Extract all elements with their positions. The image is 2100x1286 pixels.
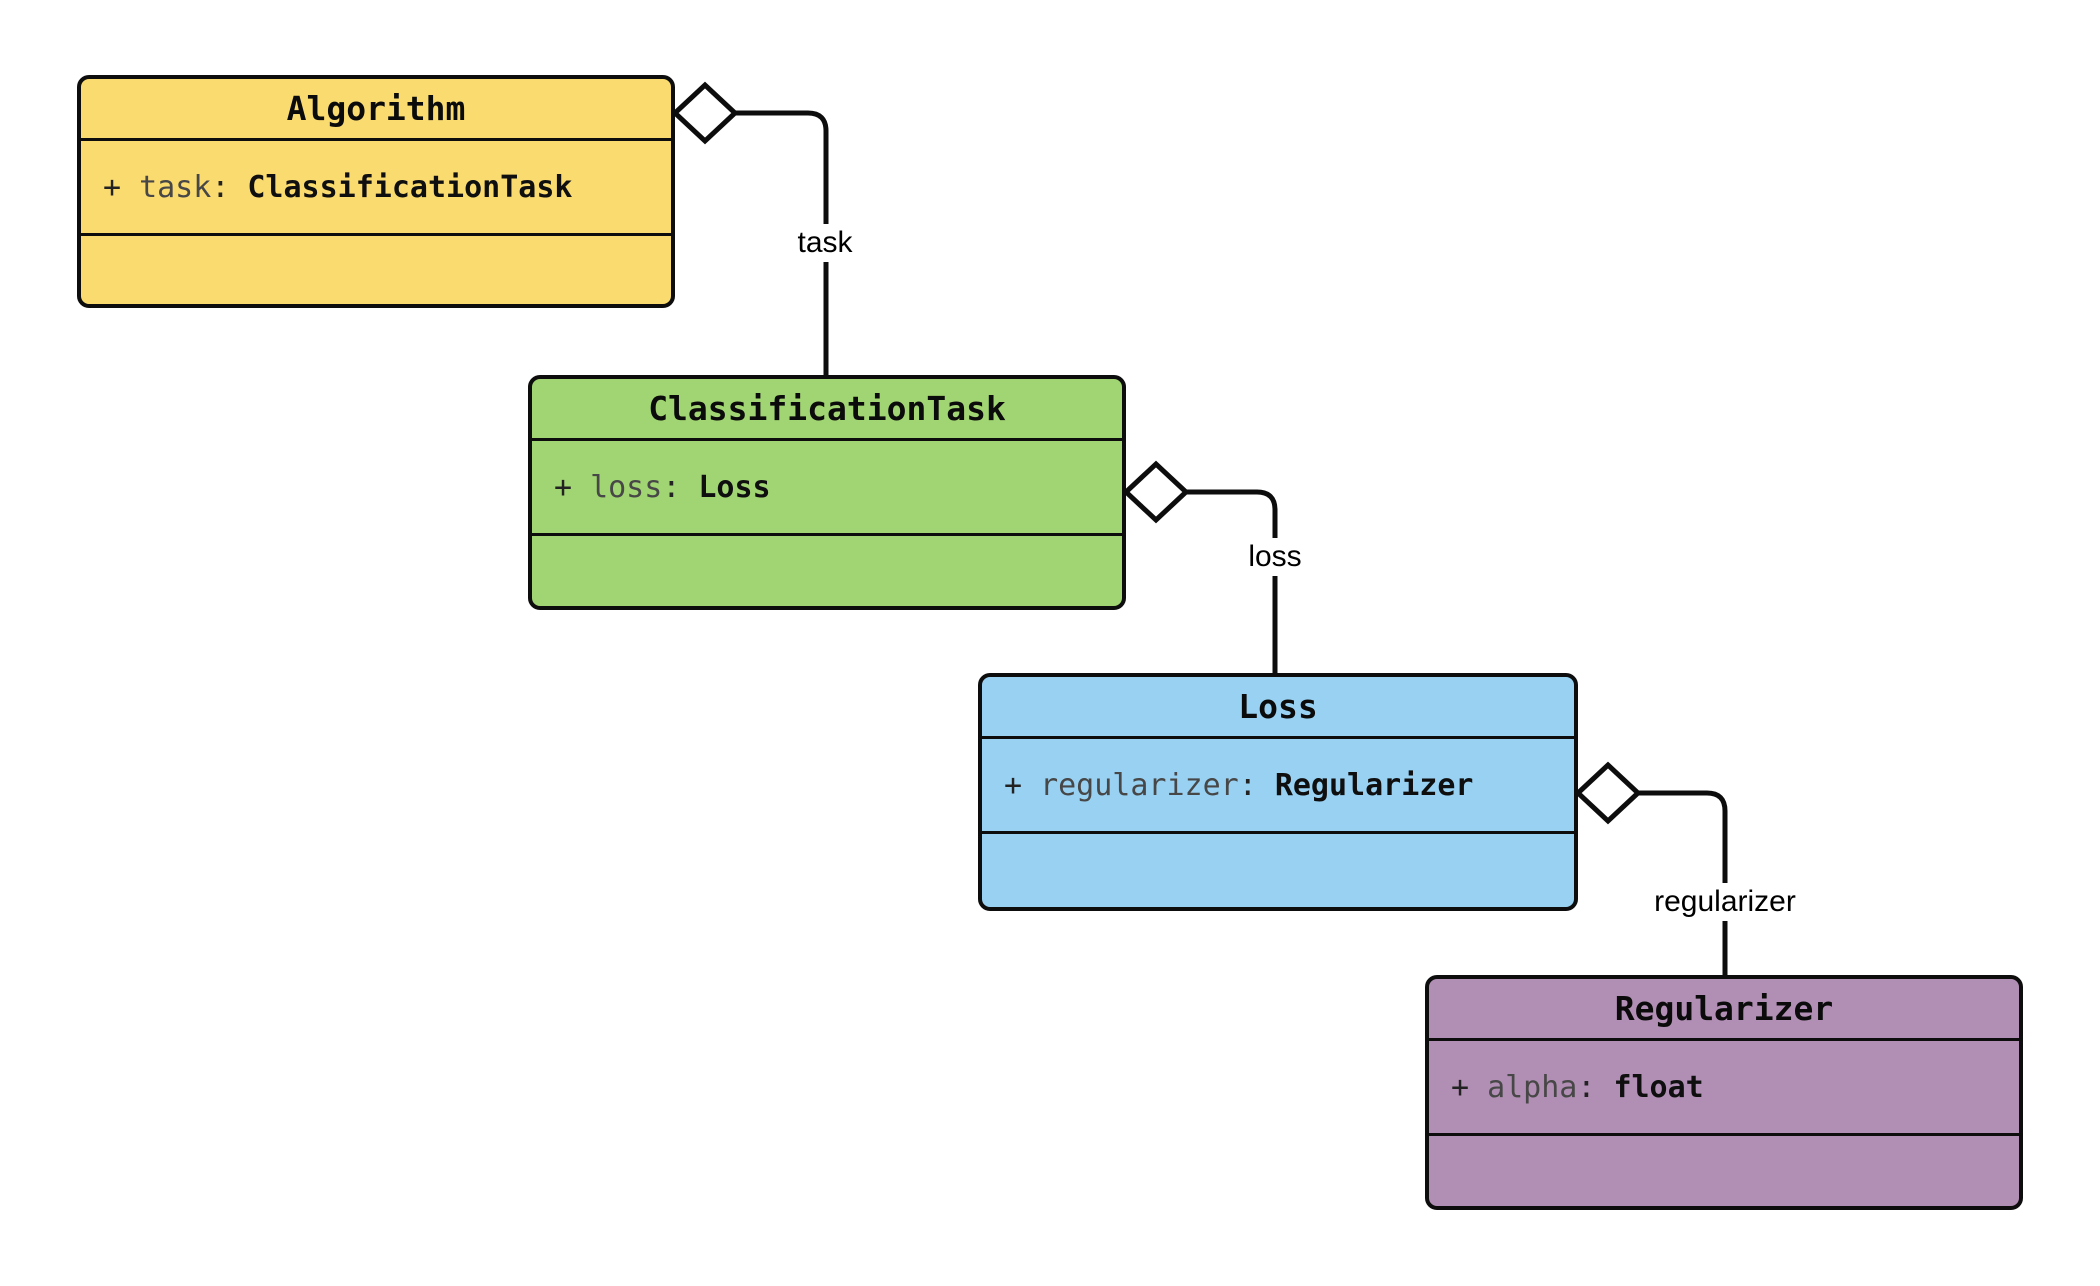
edge-task [671,81,829,375]
attribute-separator: : [1577,1069,1596,1105]
attribute-type: Regularizer [1274,767,1474,803]
edge-task-line [735,110,829,375]
aggregation-diamond-icon [1574,761,1642,825]
attribute-name: regularizer [1040,767,1239,803]
attribute-visibility: + [1451,1069,1470,1105]
class-attributes: + task: ClassificationTask [81,141,671,236]
attribute-separator: : [662,469,681,505]
class-attributes: + alpha: float [1429,1041,2019,1136]
attribute-name: alpha [1487,1069,1578,1105]
class-methods [982,834,1574,907]
edge-regularizer [1574,761,1728,975]
class-node-regularizer: Regularizer + alpha: float [1425,975,2023,1210]
attribute-type: Loss [698,469,771,505]
attribute-visibility: + [554,469,573,505]
edge-regularizer-line [1638,790,1728,975]
class-title: Regularizer [1429,979,2019,1041]
attribute-name: loss [590,469,663,505]
edge-loss [1122,460,1278,673]
class-title: ClassificationTask [532,379,1122,441]
class-attributes: + loss: Loss [532,441,1122,536]
class-node-classificationtask: ClassificationTask + loss: Loss [528,375,1126,610]
attribute-type: float [1613,1069,1704,1105]
class-title: Loss [982,677,1574,739]
aggregation-diamond-icon [671,81,739,145]
class-methods [532,536,1122,606]
attribute-type: ClassificationTask [247,169,573,205]
edge-label-task: task [789,224,861,262]
class-methods [81,236,671,304]
edge-loss-line [1186,489,1278,673]
class-title: Algorithm [81,79,671,141]
attribute-name: task [139,169,212,205]
class-methods [1429,1136,2019,1206]
class-attributes: + regularizer: Regularizer [982,739,1574,834]
attribute-separator: : [1238,767,1257,803]
edge-label-regularizer: regularizer [1646,883,1804,921]
attribute-separator: : [211,169,230,205]
class-node-loss: Loss + regularizer: Regularizer [978,673,1578,911]
attribute-visibility: + [103,169,122,205]
class-node-algorithm: Algorithm + task: ClassificationTask [77,75,675,308]
aggregation-diamond-icon [1122,460,1190,524]
edge-label-loss: loss [1240,538,1310,576]
attribute-visibility: + [1004,767,1023,803]
